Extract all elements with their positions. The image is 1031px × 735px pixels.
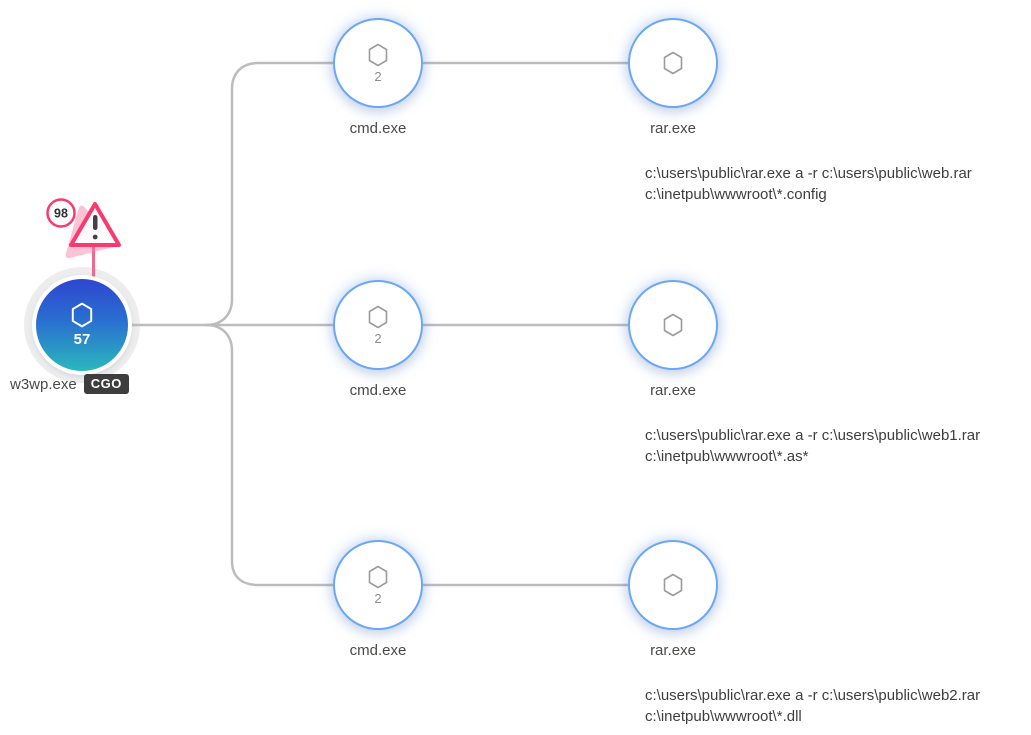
process-hexagon-icon xyxy=(663,51,683,75)
child-process-name: cmd.exe xyxy=(349,120,407,137)
root-cgo-tag[interactable]: CGO xyxy=(83,374,129,394)
process-hexagon-icon xyxy=(368,305,388,328)
child-process-node-cmd[interactable]: 2 xyxy=(333,18,423,108)
alert-warning-icon[interactable]: 98 xyxy=(40,196,130,260)
grandchild-command-line: c:\users\public\rar.exe a -r c:\users\pu… xyxy=(645,427,981,465)
process-hexagon-icon xyxy=(368,565,388,588)
process-hexagon-icon xyxy=(368,43,388,66)
warning-triangle-icon xyxy=(69,202,121,247)
root-label-row: w3wp.exe CGO xyxy=(10,374,129,394)
edge-root-to-bottom-cmd xyxy=(204,323,335,587)
child-process-node-cmd[interactable]: 2 xyxy=(333,280,423,370)
grandchild-process-node-rar[interactable] xyxy=(628,18,718,108)
child-process-node-cmd[interactable]: 2 xyxy=(333,540,423,630)
process-hexagon-icon xyxy=(71,302,93,328)
grandchild-process-node-rar[interactable] xyxy=(628,280,718,370)
root-process-name: w3wp.exe xyxy=(10,375,77,393)
grandchild-process-name: rar.exe xyxy=(650,382,696,399)
alert-score-badge: 98 xyxy=(46,198,76,228)
child-process-name: cmd.exe xyxy=(349,382,407,399)
edge-root-to-top-cmd xyxy=(204,61,335,327)
child-process-count: 2 xyxy=(374,68,382,84)
alert-connector-line xyxy=(92,246,95,282)
root-process-node[interactable]: 57 xyxy=(36,279,128,371)
grandchild-process-node-rar[interactable] xyxy=(628,540,718,630)
grandchild-process-name: rar.exe xyxy=(650,642,696,659)
child-process-count: 2 xyxy=(374,330,382,346)
grandchild-command-line: c:\users\public\rar.exe a -r c:\users\pu… xyxy=(645,687,981,725)
grandchild-command-line: c:\users\public\rar.exe a -r c:\users\pu… xyxy=(645,165,972,203)
child-process-count: 2 xyxy=(374,590,382,606)
exclamation-icon xyxy=(92,215,98,240)
child-process-name: cmd.exe xyxy=(349,642,407,659)
root-event-count: 57 xyxy=(73,331,91,348)
alert-score-value: 98 xyxy=(54,207,68,221)
process-hexagon-icon xyxy=(663,573,683,597)
process-hexagon-icon xyxy=(663,313,683,337)
grandchild-process-name: rar.exe xyxy=(650,120,696,137)
